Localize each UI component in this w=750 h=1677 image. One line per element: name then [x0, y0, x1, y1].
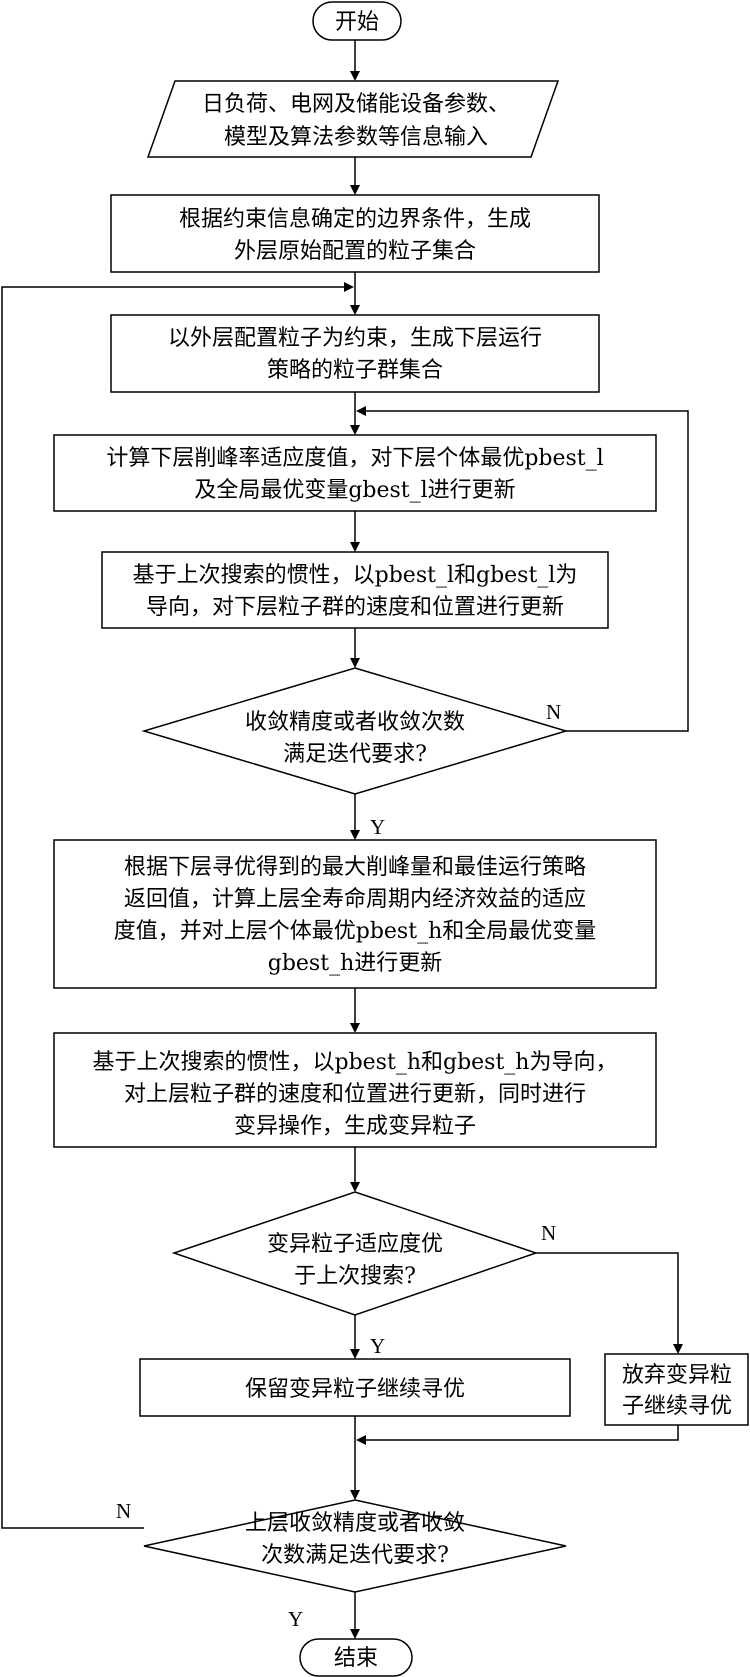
start-terminal [312, 1, 402, 41]
arrowhead [350, 1629, 360, 1639]
end-terminal [299, 1638, 413, 1677]
arrowhead [350, 305, 360, 315]
upper-update-line-2: 对上层粒子群的速度和位置进行更新，同时进行 [124, 1082, 586, 1107]
discard-mutation-node: 放弃变异粒 子继续寻优 [604, 1353, 749, 1426]
upper-fitness-box [53, 839, 657, 989]
arrowhead [350, 185, 360, 195]
lower-check-line-1: 收敛精度或者收敛次数 [245, 710, 465, 735]
input-node: 日负荷、电网及储能设备参数、 模型及算法参数等信息输入 [146, 80, 560, 158]
end-label: 结束 [334, 1646, 378, 1671]
upper-check-diamond [143, 1499, 567, 1593]
label-lower-yes: Y [370, 815, 385, 839]
lower-init-node: 以外层配置粒子为约束，生成下层运行 策略的粒子群集合 [110, 314, 600, 393]
outer-init-line-1: 根据约束信息确定的边界条件，生成 [179, 207, 531, 232]
edge-lower-check-no-loop [365, 410, 689, 732]
upper-fitness-line-1: 根据下层寻优得到的最大削峰量和最佳运行策略 [124, 855, 586, 880]
upper-update-line-1: 基于上次搜索的惯性，以pbest_h和gbest_h为导向， [93, 1050, 618, 1075]
lower-fitness-box [53, 434, 657, 512]
edge-mutation-check-no [536, 1252, 679, 1345]
lower-init-line-1: 以外层配置粒子为约束，生成下层运行 [168, 326, 542, 351]
arrowhead [350, 542, 360, 552]
label-mutation-no: N [541, 1221, 556, 1245]
arrowhead [350, 71, 360, 81]
lower-fitness-line-1: 计算下层削峰率适应度值，对下层个体最优pbest_l [106, 446, 603, 471]
arrowhead [350, 830, 360, 840]
keep-mutation-node: 保留变异粒子继续寻优 [139, 1358, 571, 1417]
keep-mutation-label: 保留变异粒子继续寻优 [245, 1377, 465, 1402]
upper-fitness-line-2: 返回值，计算上层全寿命周期内经济效益的适应 [124, 887, 586, 912]
lower-update-box [101, 551, 609, 629]
connectors [1, 40, 689, 1639]
lower-update-line-2: 导向，对下层粒子群的速度和位置进行更新 [146, 595, 564, 620]
label-mutation-yes: Y [370, 1334, 385, 1358]
upper-fitness-line-4: gbest_h进行更新 [268, 951, 443, 976]
arrowhead [350, 1349, 360, 1359]
lower-update-line-1: 基于上次搜索的惯性，以pbest_l和gbest_l为 [133, 563, 578, 588]
lower-update-node: 基于上次搜索的惯性，以pbest_l和gbest_l为 导向，对下层粒子群的速度… [101, 551, 609, 629]
input-line-2: 模型及算法参数等信息输入 [224, 125, 488, 150]
upper-update-box [53, 1032, 657, 1148]
discard-mutation-line-2: 子继续寻优 [622, 1394, 732, 1419]
upper-update-line-3: 变异操作，生成变异粒子 [234, 1114, 476, 1139]
edge-labels: N Y N Y N Y [116, 700, 561, 1631]
input-line-1: 日负荷、电网及储能设备参数、 [202, 92, 510, 117]
arrowhead [344, 282, 354, 292]
lower-check-node: 收敛精度或者收敛次数 满足迭代要求? [141, 667, 569, 795]
arrowhead [350, 1182, 360, 1192]
label-lower-no: N [546, 700, 561, 724]
lower-check-line-2: 满足迭代要求? [283, 742, 427, 767]
arrowhead [350, 425, 360, 435]
arrowhead [350, 1490, 360, 1500]
outer-init-line-2: 外层原始配置的粒子集合 [234, 239, 476, 264]
input-parallelogram [146, 80, 560, 158]
discard-mutation-line-1: 放弃变异粒 [622, 1363, 732, 1388]
upper-check-line-1: 上层收敛精度或者收敛 [245, 1511, 465, 1536]
arrowhead [356, 1435, 366, 1445]
upper-fitness-node: 根据下层寻优得到的最大削峰量和最佳运行策略 返回值，计算上层全寿命周期内经济效益… [53, 839, 657, 989]
discard-mutation-box [604, 1353, 749, 1426]
arrowhead [673, 1344, 683, 1354]
label-upper-no: N [116, 1499, 131, 1523]
lower-init-line-2: 策略的粒子群集合 [267, 358, 443, 383]
arrowhead [356, 406, 366, 416]
mutation-check-diamond [171, 1191, 539, 1316]
mutation-check-line-1: 变异粒子适应度优 [267, 1232, 443, 1257]
upper-check-line-2: 次数满足迭代要求? [261, 1543, 449, 1568]
edge-discard-merge [365, 1425, 679, 1441]
start-label: 开始 [335, 10, 379, 35]
start-node: 开始 [312, 1, 402, 41]
outer-init-node: 根据约束信息确定的边界条件，生成 外层原始配置的粒子集合 [110, 194, 600, 273]
lower-check-diamond [141, 667, 569, 795]
arrowhead [350, 658, 360, 668]
lower-init-box [110, 314, 600, 393]
mutation-check-node: 变异粒子适应度优 于上次搜索? [171, 1191, 539, 1316]
upper-update-node: 基于上次搜索的惯性，以pbest_h和gbest_h为导向， 对上层粒子群的速度… [53, 1032, 657, 1148]
mutation-check-line-2: 于上次搜索? [294, 1264, 416, 1289]
upper-check-node: 上层收敛精度或者收敛 次数满足迭代要求? [143, 1499, 567, 1593]
end-node: 结束 [299, 1638, 413, 1677]
label-upper-yes: Y [288, 1607, 303, 1631]
keep-mutation-box [139, 1358, 571, 1417]
outer-init-box [110, 194, 600, 273]
arrowhead [350, 1023, 360, 1033]
edge-upper-check-no-loop [1, 286, 345, 1529]
upper-fitness-line-3: 度值，并对上层个体最优pbest_h和全局最优变量 [114, 919, 597, 944]
lower-fitness-line-2: 及全局最优变量gbest_l进行更新 [194, 478, 515, 503]
lower-fitness-node: 计算下层削峰率适应度值，对下层个体最优pbest_l 及全局最优变量gbest_… [53, 434, 657, 512]
